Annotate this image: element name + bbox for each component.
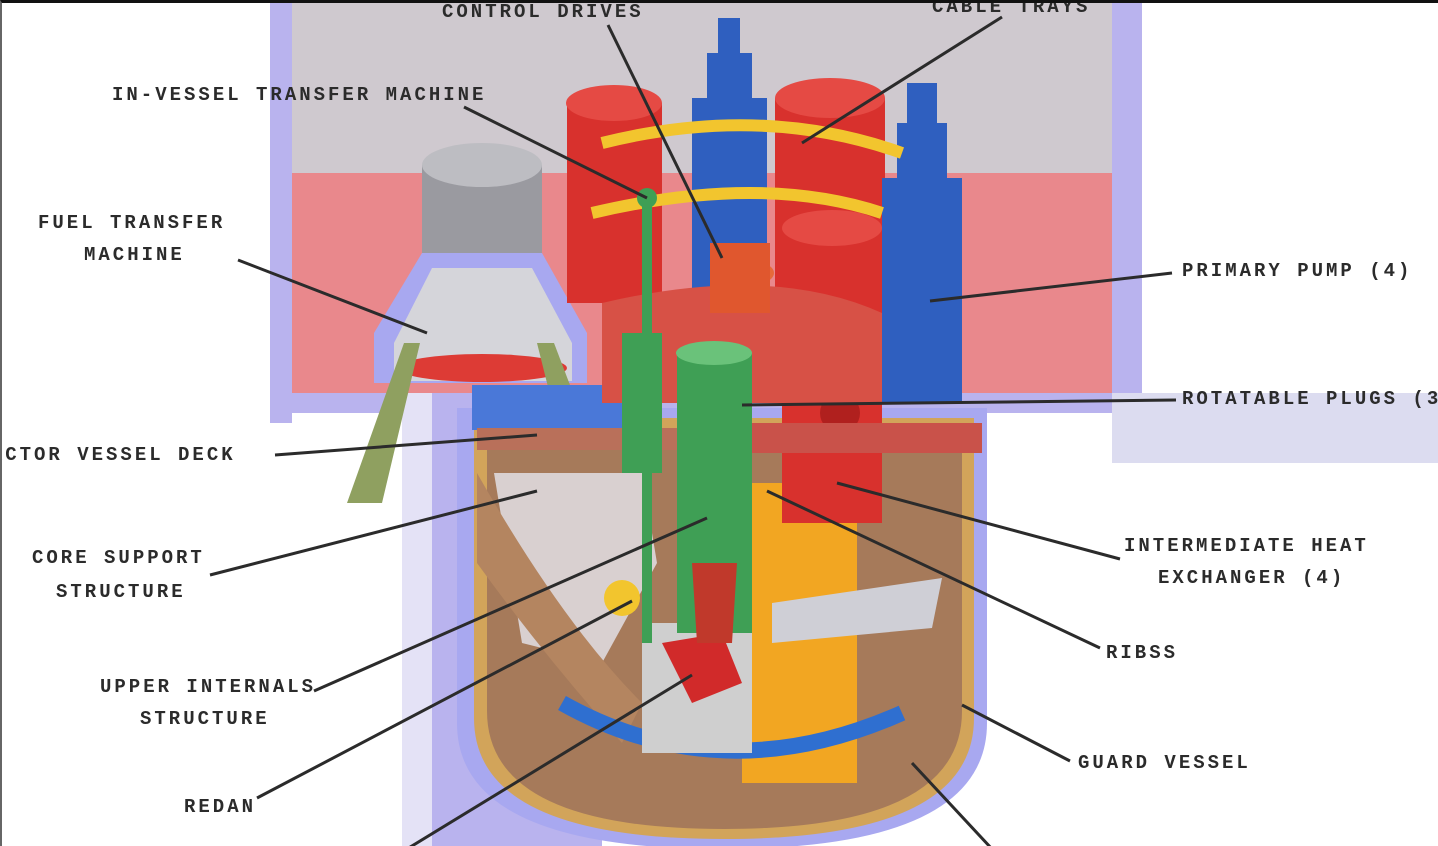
label-upper-internals-line2: STRUCTURE (140, 708, 270, 730)
label-upper-internals-line1: UPPER INTERNALS (100, 676, 317, 698)
label-ribss: RIBSS (1106, 642, 1179, 664)
label-primary-pump: PRIMARY PUMP (4) (1182, 260, 1413, 282)
label-guard-vessel: GUARD VESSEL (1078, 752, 1251, 774)
label-core-support-line2: STRUCTURE (56, 581, 186, 603)
label-core-support-line1: CORE SUPPORT (32, 547, 205, 569)
label-fuel-transfer-machine-line2: MACHINE (84, 244, 185, 266)
label-reactor-vessel-deck: REACTOR VESSEL DECK (2, 444, 236, 466)
label-fuel-transfer-machine-line1: FUEL TRANSFER (38, 212, 226, 234)
label-rotatable-plugs: ROTATABLE PLUGS (3) (1182, 388, 1438, 410)
label-cable-trays: CABLE TRAYS (932, 0, 1091, 18)
leader-lines (209, 15, 1177, 846)
primary-components (566, 18, 982, 643)
label-in-vessel-transfer-machine: IN-VESSEL TRANSFER MACHINE (112, 84, 487, 106)
label-control-drives: CONTROL DRIVES (442, 1, 644, 23)
label-ihx-line1: INTERMEDIATE HEAT (1124, 535, 1369, 557)
label-ihx-line2: EXCHANGER (4) (1158, 567, 1346, 589)
reactor-cutaway-illustration (209, 3, 1438, 846)
fuel-transfer-machine-shape (347, 143, 592, 503)
label-redan: REDAN (184, 796, 257, 818)
